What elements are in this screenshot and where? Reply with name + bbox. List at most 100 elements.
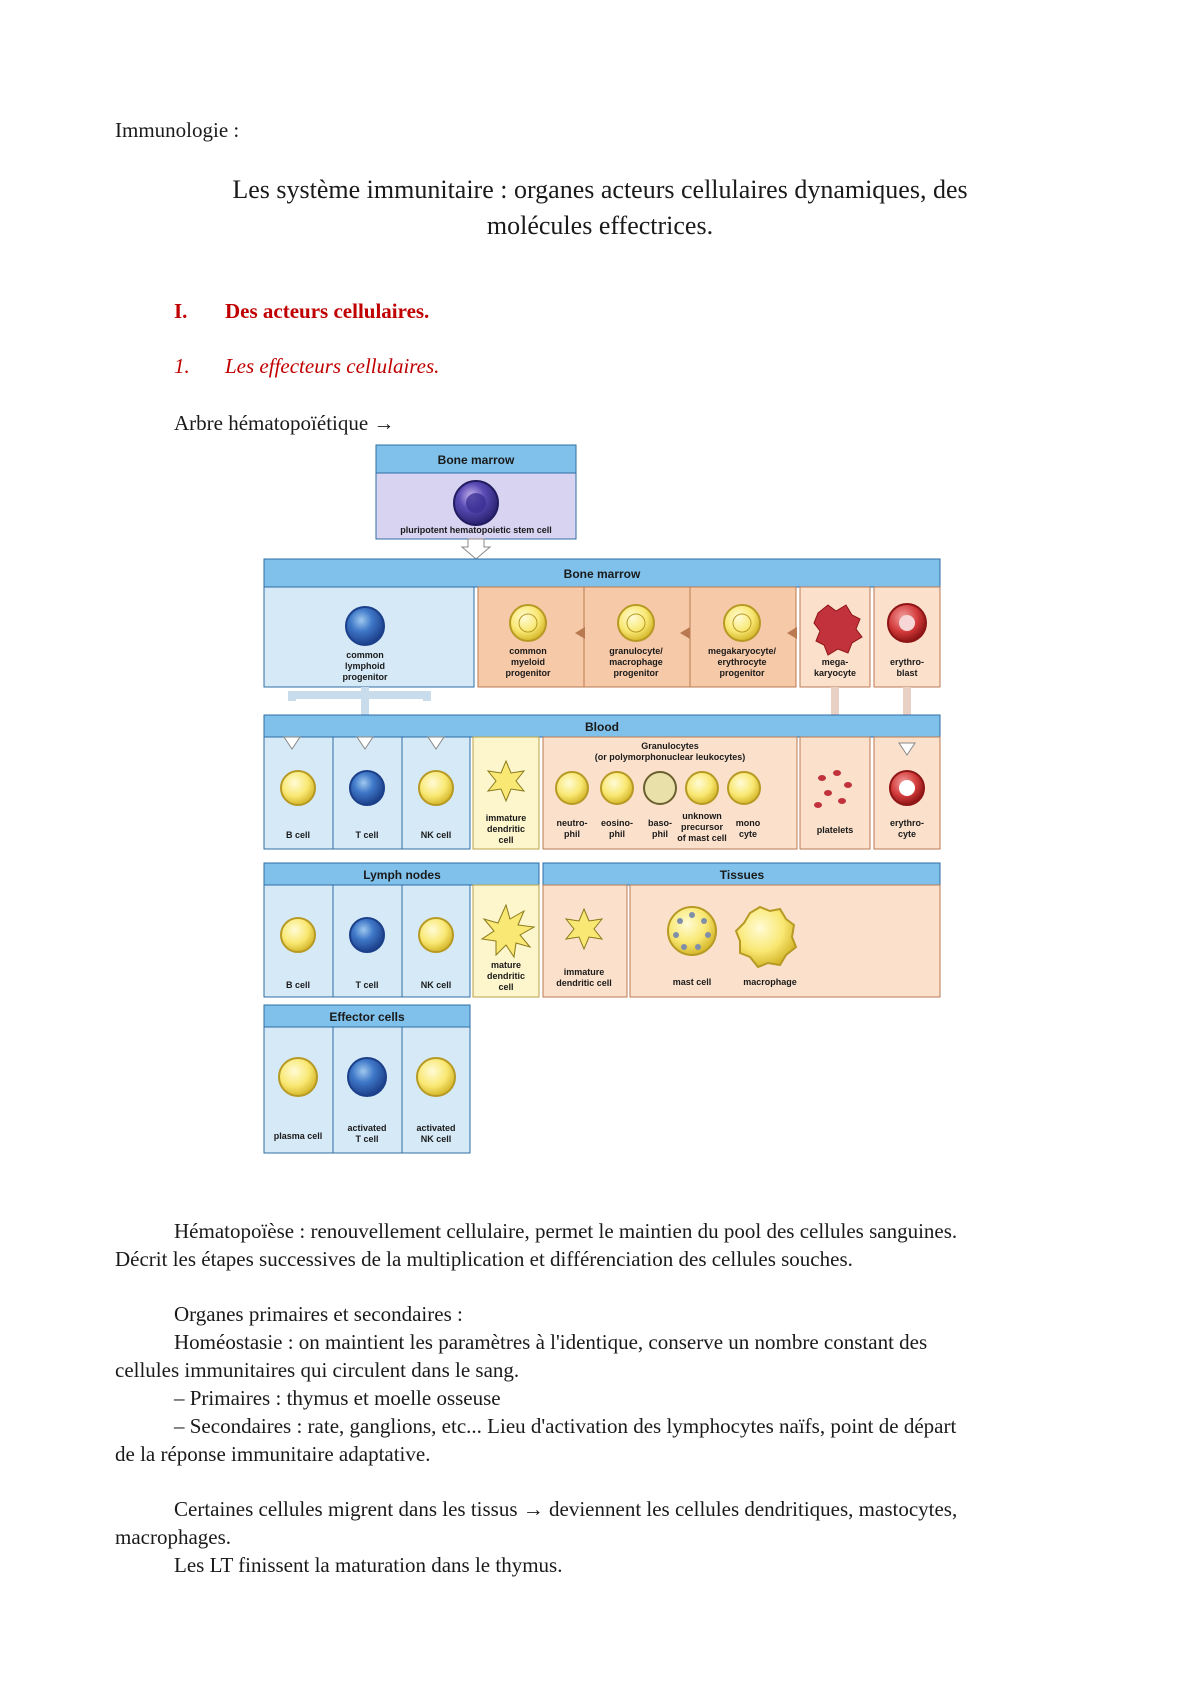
section-title: Des acteurs cellulaires. xyxy=(225,299,430,323)
migration-line-3: Les LT finissent la maturation dans le t… xyxy=(174,1553,563,1577)
lymphoid-progenitor-icon xyxy=(345,606,385,646)
neutrophil-label-1: neutro- xyxy=(557,818,588,828)
macrophage-icon xyxy=(734,905,798,969)
hemato-line-2: Décrit les étapes successives de la mult… xyxy=(115,1247,853,1271)
megakaryocyte-prog-label-1: megakaryocyte/ xyxy=(708,646,777,656)
lymph-t-cell-icon xyxy=(349,917,385,953)
basophil-icon xyxy=(643,771,677,805)
myeloid-label-3: progenitor xyxy=(506,668,551,678)
unknown-label-2: precursor xyxy=(681,822,724,832)
header-label: Immunologie : xyxy=(115,118,240,142)
tissue-immature-dc-icon xyxy=(564,907,604,951)
tissues-label: Tissues xyxy=(720,868,765,882)
unknown-precursor-icon xyxy=(685,771,719,805)
granulocyte-label-2: macrophage xyxy=(609,657,663,667)
lymph-nk-cell-label: NK cell xyxy=(421,980,452,990)
platelets-panel xyxy=(799,736,871,850)
subsection-title: Les effecteurs cellulaires. xyxy=(225,354,440,378)
eosinophil-label-1: eosino- xyxy=(601,818,633,828)
page-title-line2: molécules effectrices. xyxy=(486,211,714,240)
primaires-line: – Primaires : thymus et moelle osseuse xyxy=(174,1386,501,1410)
platelets-label: platelets xyxy=(817,825,854,835)
granulocytes-title: Granulocytes xyxy=(641,741,699,751)
mast-cell-label: mast cell xyxy=(673,977,712,987)
blood-t-cell-label: T cell xyxy=(355,830,378,840)
b-cell-icon xyxy=(280,770,316,806)
monocyte-label-1: mono xyxy=(736,818,761,828)
megakaryocyte-prog-label-2: erythrocyte xyxy=(717,657,766,667)
lymph-nk-cell-icon xyxy=(418,917,454,953)
activated-nk-label-2: NK cell xyxy=(421,1134,452,1144)
macrophage-label: macrophage xyxy=(743,977,797,987)
activated-t-label-2: T cell xyxy=(355,1134,378,1144)
monocyte-label-2: cyte xyxy=(739,829,757,839)
lymph-b-cell-icon xyxy=(280,917,316,953)
bone-marrow-band-label: Bone marrow xyxy=(564,567,641,581)
organes-heading: Organes primaires et secondaires : xyxy=(174,1302,463,1326)
erythroblast-label-1: erythro- xyxy=(890,657,924,667)
homeostasie-line-2: cellules immunitaires qui circulent dans… xyxy=(115,1358,520,1382)
megakaryocyte-label-1: mega- xyxy=(822,657,849,667)
plasma-cell-label: plasma cell xyxy=(274,1131,323,1141)
migration-line-1: Certaines cellules migrent dans les tiss… xyxy=(174,1497,958,1521)
mature-dc-label-1: mature xyxy=(491,960,521,970)
monocyte-icon xyxy=(727,771,761,805)
mature-dc-icon xyxy=(480,903,536,959)
megakaryocyte-label-2: karyocyte xyxy=(814,668,856,678)
blood-b-cell-label: B cell xyxy=(286,830,310,840)
bone-marrow-top-label: Bone marrow xyxy=(438,453,515,467)
immature-dc-label-2: dendritic xyxy=(487,824,525,834)
myeloid-progenitor-icon xyxy=(509,604,547,642)
bone-marrow-band xyxy=(263,558,941,588)
page-title-line1: Les système immunitaire : organes acteur… xyxy=(232,175,968,204)
platelets-icon xyxy=(814,770,852,808)
megakaryocyte-prog-label-3: progenitor xyxy=(720,668,765,678)
megakaryocyte-icon xyxy=(813,604,863,656)
activated-t-cell-icon xyxy=(347,1057,387,1097)
granulocyte-label-3: progenitor xyxy=(614,668,659,678)
stem-cell-label: pluripotent hematopoietic stem cell xyxy=(400,525,552,535)
section-number: I. xyxy=(174,299,188,323)
migration-line-2: macrophages. xyxy=(115,1525,232,1549)
diagram-svg: Bone marrow pluripotent hematopoietic st… xyxy=(263,444,941,1154)
immature-dc-label-1: immature xyxy=(486,813,527,823)
lymphoid-label-3: progenitor xyxy=(343,672,388,682)
mature-dc-label-2: dendritic xyxy=(487,971,525,981)
tissue-immature-dc-label-2: dendritic cell xyxy=(556,978,612,988)
hemato-line-1: Hématopoïèse : renouvellement cellulaire… xyxy=(174,1219,958,1243)
eosinophil-icon xyxy=(600,771,634,805)
erythrocyte-label-1: erythro- xyxy=(890,818,924,828)
lymph-t-cell-label: T cell xyxy=(355,980,378,990)
megakaryocyte-progenitor-icon xyxy=(723,604,761,642)
lymph-b-cell-label: B cell xyxy=(286,980,310,990)
myeloid-label-1: common xyxy=(509,646,547,656)
neutrophil-label-2: phil xyxy=(564,829,580,839)
subsection-number: 1. xyxy=(174,354,190,378)
blood-band-label: Blood xyxy=(585,720,619,734)
secondaires-line-1: – Secondaires : rate, ganglions, etc... … xyxy=(174,1414,957,1438)
erythrocyte-label-2: cyte xyxy=(898,829,916,839)
immature-dc-icon xyxy=(486,759,526,803)
plasma-cell-icon xyxy=(278,1057,318,1097)
activated-t-label-1: activated xyxy=(347,1123,386,1133)
granulocyte-label-1: granulocyte/ xyxy=(609,646,663,656)
erythroblast-label-2: blast xyxy=(896,668,917,678)
effector-cells-label: Effector cells xyxy=(329,1010,405,1024)
lymphoid-label-1: common xyxy=(346,650,384,660)
neutrophil-icon xyxy=(555,771,589,805)
blood-nk-cell-label: NK cell xyxy=(421,830,452,840)
lymph-nodes-label: Lymph nodes xyxy=(363,868,441,882)
arbre-label: Arbre hématopoïétique → xyxy=(174,411,395,435)
tissue-immature-dc-label-1: immature xyxy=(564,967,605,977)
basophil-label-2: phil xyxy=(652,829,668,839)
granulocytes-subtitle: (or polymorphonuclear leukocytes) xyxy=(595,752,746,762)
mature-dc-label-3: cell xyxy=(498,982,513,992)
unknown-label-3: of mast cell xyxy=(677,833,727,843)
granulocyte-progenitor-icon xyxy=(617,604,655,642)
nk-cell-icon xyxy=(418,770,454,806)
activated-nk-label-1: activated xyxy=(416,1123,455,1133)
secondaires-line-2: de la réponse immunitaire adaptative. xyxy=(115,1442,431,1466)
t-cell-icon xyxy=(349,770,385,806)
activated-nk-cell-icon xyxy=(416,1057,456,1097)
